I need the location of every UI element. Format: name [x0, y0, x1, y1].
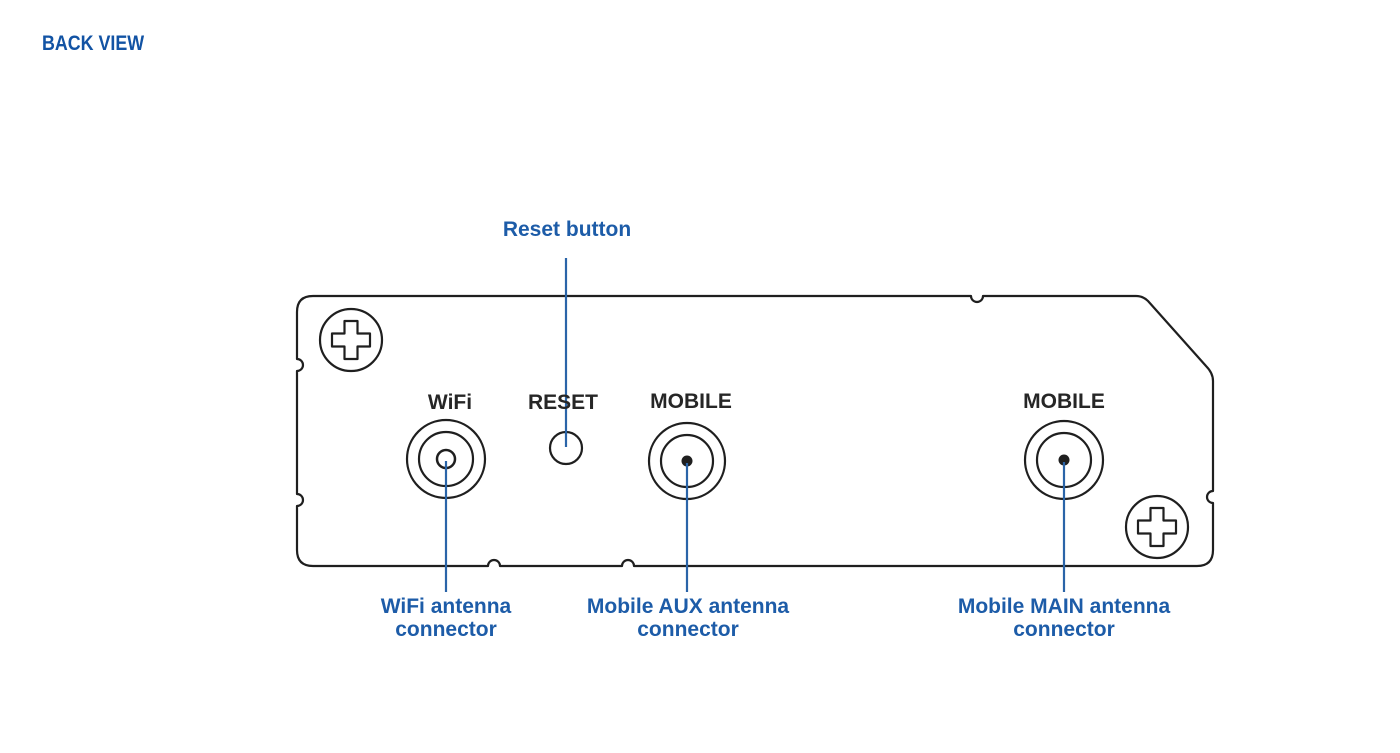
callout-line1: Mobile MAIN antenna: [957, 595, 1171, 618]
page-title: BACK VIEW: [42, 32, 145, 55]
callout-line1: WiFi antenna: [380, 595, 512, 618]
phillips-screw-bottom-right-icon: [1124, 494, 1190, 560]
panel-label-mobile-main: MOBILE: [1023, 390, 1105, 413]
callout-wifi-antenna-connector: WiFi antenna connector: [381, 595, 511, 641]
phillips-screw-top-left-icon: [318, 307, 384, 373]
callout-line2: connector: [395, 618, 497, 641]
back-panel-outline: [295, 294, 1215, 568]
callout-mobile-main-antenna-connector: Mobile MAIN antenna connector: [958, 595, 1170, 641]
callout-mobile-aux-antenna-connector: Mobile AUX antenna connector: [587, 595, 789, 641]
panel-label-mobile-aux: MOBILE: [650, 390, 732, 413]
panel-label-reset: RESET: [527, 391, 599, 414]
callout-line2: connector: [1013, 618, 1115, 641]
panel-label-wifi: WiFi: [427, 391, 473, 414]
callout-line1: Mobile AUX antenna: [586, 595, 790, 618]
callout-line2: connector: [637, 618, 739, 641]
callout-reset-button: Reset button: [502, 218, 632, 241]
callout-lines: [444, 258, 1066, 592]
